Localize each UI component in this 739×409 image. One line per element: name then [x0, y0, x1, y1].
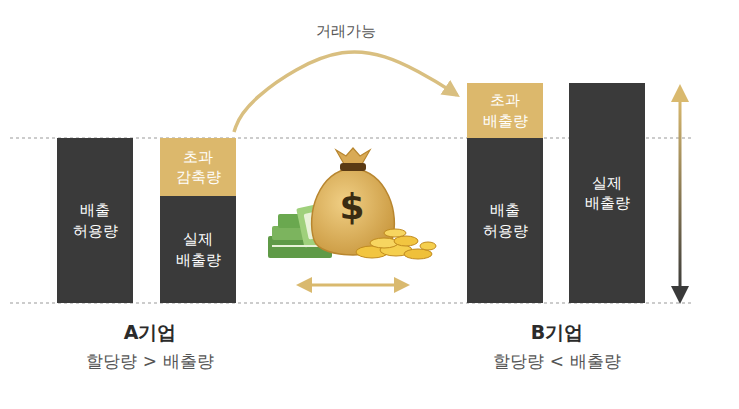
company-name: B기업	[531, 320, 583, 346]
horizontal-arrow	[296, 277, 410, 293]
condition-label: 할당량 > 배출량	[86, 350, 213, 373]
money-bag	[268, 148, 436, 259]
dollar-sign: $	[339, 186, 364, 227]
box-text: 배출 허용량	[67, 200, 123, 241]
actual-emission-bar: 실제 배출량	[569, 83, 645, 303]
allowance-bar: 배출 허용량	[57, 138, 133, 303]
actual-emission-bar: 실제 배출량	[160, 196, 236, 303]
excess-emission-box: 초과 배출량	[467, 83, 543, 138]
box-text: 초과 배출량	[477, 90, 533, 131]
box-text: 초과 감축량	[170, 147, 226, 188]
trade-arrow	[234, 52, 457, 132]
surplus-reduction-box: 초과 감축량	[160, 138, 236, 196]
vertical-arrow	[671, 84, 689, 304]
edge-label: 거래가능	[313, 22, 379, 41]
box-text: 실제 배출량	[170, 229, 226, 270]
box-text: 배출 허용량	[477, 200, 533, 241]
condition-label: 할당량 < 배출량	[493, 350, 620, 373]
coins	[356, 229, 436, 259]
box-text: 실제 배출량	[579, 173, 635, 214]
company-name: A기업	[124, 320, 177, 346]
allowance-bar: 배출 허용량	[467, 138, 543, 303]
